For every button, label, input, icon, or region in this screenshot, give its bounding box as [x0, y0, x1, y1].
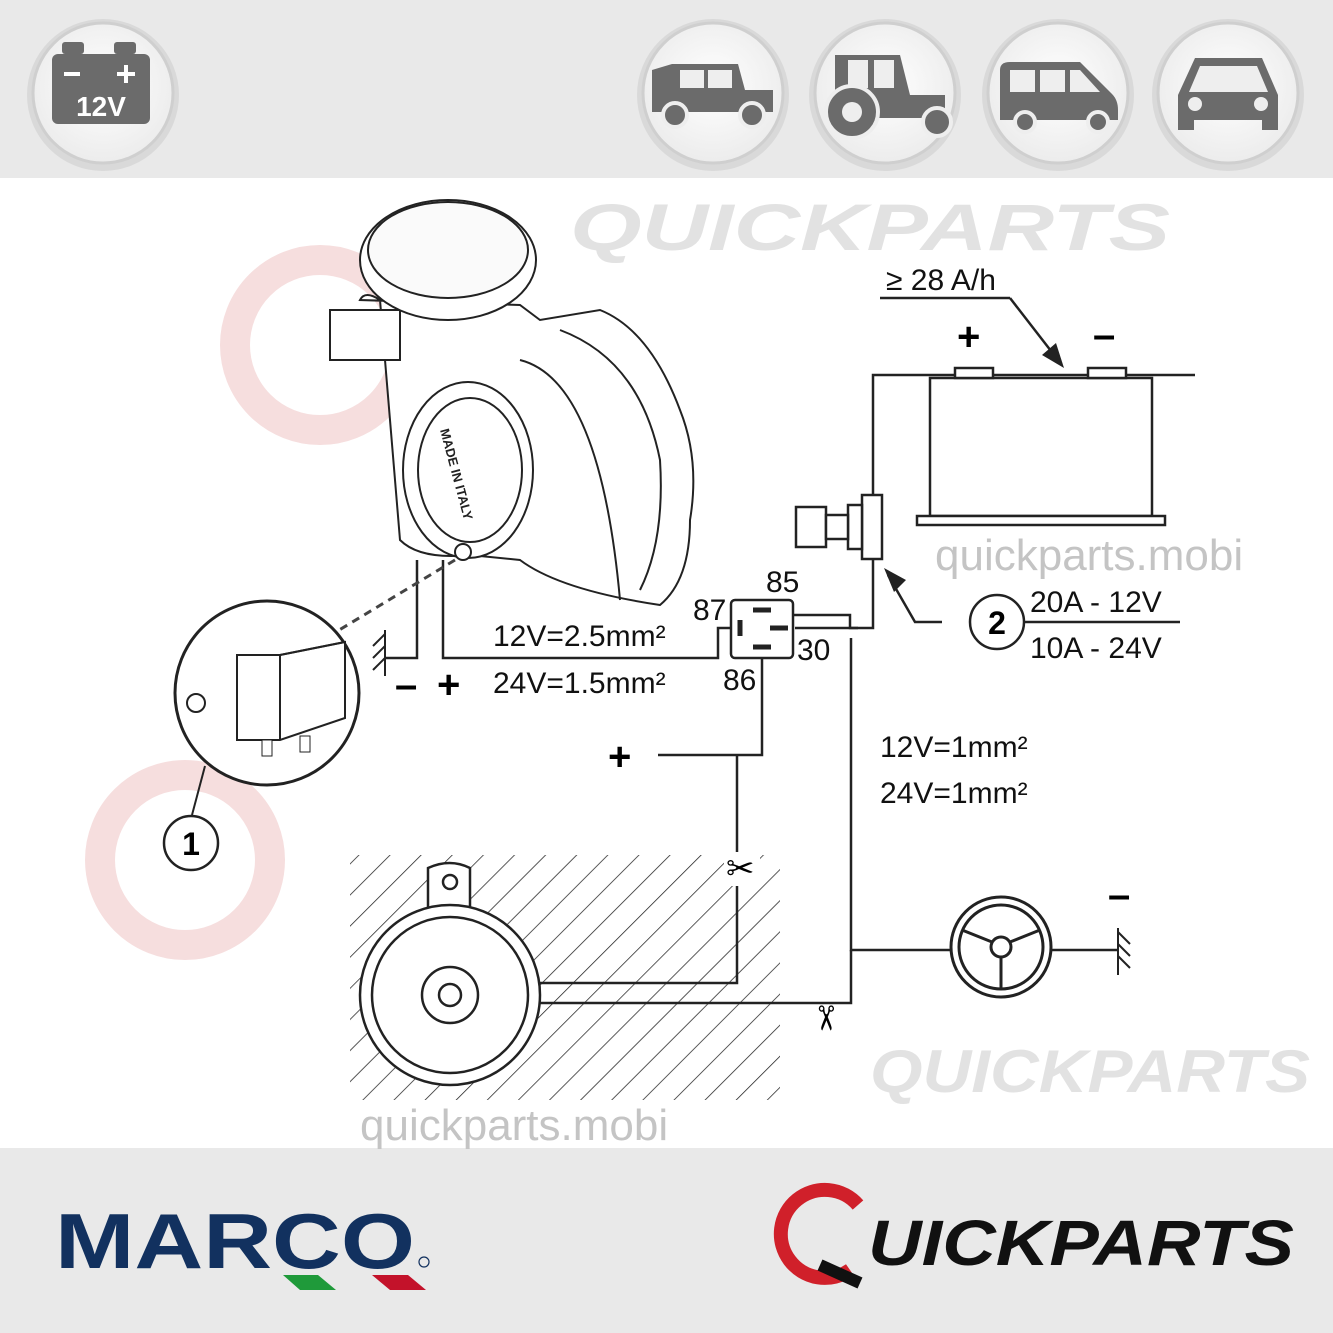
battery-capacity-label: ≥ 28 A/h: [886, 264, 996, 297]
relay-pin-87: 87: [693, 594, 726, 627]
watermark-url-top: quickparts.mobi: [935, 531, 1243, 580]
fuse-holder: [794, 493, 884, 561]
battery-12v-badge: 12V: [27, 19, 179, 171]
arrow-icon: [1042, 343, 1064, 368]
battery-icon: [52, 42, 150, 124]
fuse-callout: 2: [968, 593, 1026, 651]
ground-icon: [372, 630, 1131, 975]
control-wire-24v-section: 24V=1mm²: [880, 777, 1028, 810]
fuse-callout-number: 2: [988, 605, 1006, 641]
horn-plus-label: +: [437, 663, 460, 707]
van-icon: [982, 19, 1134, 171]
control-wire-12v-section: 12V=1mm²: [880, 731, 1028, 764]
steering-wheel-icon: [949, 895, 1053, 999]
watermark-brand-bottom: QUICKPARTS: [870, 1038, 1310, 1105]
horn-wire-24v-section: 24V=1.5mm²: [493, 667, 666, 700]
battery-minus-label: –: [1093, 313, 1115, 357]
car-icon: [1152, 19, 1304, 171]
disc-horn: [358, 861, 542, 1087]
scissors-backdrop: [724, 852, 760, 886]
wires: [385, 296, 1195, 1005]
registered-mark-icon: [418, 1256, 430, 1268]
marco-logo: MARCO: [55, 1197, 430, 1290]
watermark-brand-top: QUICKPARTS: [570, 190, 1170, 264]
relay-detail-callout: 1: [162, 599, 361, 872]
marco-logo-text: MARCO: [55, 1197, 415, 1285]
watermark-url-bottom: quickparts.mobi: [360, 1101, 668, 1150]
footer-band: [0, 1148, 1333, 1333]
quickparts-logo-text: UICKPARTS: [868, 1207, 1294, 1279]
control-plus-label: +: [608, 735, 631, 779]
fuse-rating-12v: 20A - 12V: [1030, 586, 1162, 619]
vehicle-icons: [637, 19, 1304, 171]
relay-symbol: [729, 598, 795, 660]
watermark: QUICKPARTS QUICKPARTS quickparts.mobi qu…: [360, 190, 1310, 1150]
horn-minus-label: –: [395, 663, 417, 707]
fuse-rating-24v: 10A - 24V: [1030, 632, 1162, 665]
arrow-icon: [884, 568, 906, 592]
relay-pin-86: 86: [723, 664, 756, 697]
scissors-icon: ✂: [806, 1004, 844, 1033]
twin-horn-illustration: MADE IN ITALY: [329, 199, 695, 607]
voltage-label: 12V: [76, 91, 126, 122]
battery: [915, 366, 1167, 527]
scissors-icon: ✂: [726, 850, 755, 888]
relay-callout-number: 1: [182, 826, 200, 862]
horn-wire-12v-section: 12V=2.5mm²: [493, 620, 666, 653]
relay-pin-85: 85: [766, 566, 799, 599]
ground-minus-label: –: [1108, 873, 1130, 917]
quickparts-logo: UICKPARTS: [773, 1182, 1294, 1289]
battery-plus-label: +: [957, 315, 980, 359]
tractor-icon: [809, 19, 961, 171]
offroad-suv-icon: [637, 19, 789, 171]
relay-pin-30: 30: [797, 634, 830, 667]
